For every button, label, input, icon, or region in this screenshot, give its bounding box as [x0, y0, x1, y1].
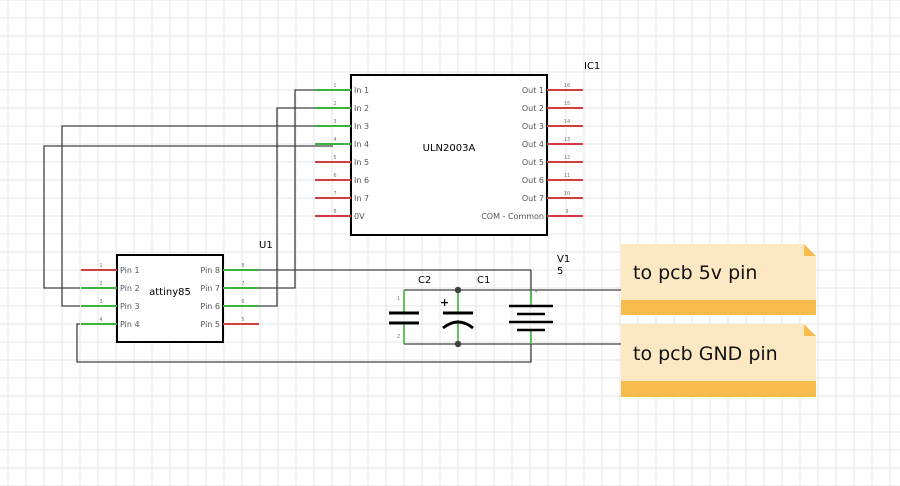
ic1-pin-number: 5	[333, 155, 336, 161]
note-fold-corner	[804, 244, 816, 256]
ic1-pin-number: 8	[333, 209, 336, 215]
ic1-pin-number: 12	[564, 155, 570, 161]
wire-u1-pin3-to-ic1-in3[interactable]	[61, 125, 333, 307]
ic1-pin-label: In 7	[354, 194, 369, 203]
ic1-pin-number: 3	[333, 119, 336, 125]
note-body	[621, 244, 816, 315]
c2-capacitor[interactable]: C2 1 2	[389, 275, 431, 344]
note-fold-corner	[804, 324, 816, 336]
ic1-pin-label: 0V	[354, 212, 365, 221]
note-gnd-pin[interactable]: to pcb GND pin	[621, 324, 816, 397]
c1-electrolytic-capacitor[interactable]: C1 +	[440, 275, 490, 348]
u1-pin-number: 5	[241, 317, 244, 323]
u1-reference: U1	[259, 240, 273, 251]
v1-reference: V1	[557, 254, 570, 265]
ic1-pin-label: Out 2	[522, 104, 544, 113]
ic1-pin-number: 16	[564, 83, 570, 89]
ic1-pin-number: 13	[564, 137, 570, 143]
ic1-pin-label: In 1	[354, 86, 369, 95]
c2-pin1-number: 1	[397, 296, 400, 302]
note-band	[621, 300, 816, 315]
u1-pin-number: 4	[99, 317, 102, 323]
u1-pin-number: 1	[99, 263, 102, 269]
ic1-left-pins: 1 In 1 2 In 2 3 In 3 4 In 4 5 In 5 6 In 6 7 In 7 8 0V	[315, 83, 369, 221]
ic1-pin-label: Out 3	[522, 122, 544, 131]
u1-pin-label: Pin 7	[200, 284, 220, 293]
wires	[43, 89, 622, 363]
u1-pin-number: 8	[241, 263, 244, 269]
v1-pin-minus-label: -	[534, 337, 536, 343]
v1-pin-plus-label: +	[534, 289, 538, 295]
ic1-pin-label: Out 6	[522, 176, 544, 185]
u1-pin-number: 7	[241, 281, 244, 287]
u1-pin-number: 3	[99, 299, 102, 305]
u1-pin-label: Pin 2	[120, 284, 140, 293]
c2-pin2-number: 2	[397, 334, 400, 340]
ic1-pin-number: 1	[333, 83, 336, 89]
u1-pin-label: Pin 5	[200, 320, 220, 329]
note-band	[621, 381, 816, 397]
ic1-pin-label: In 6	[354, 176, 369, 185]
note-text: to pcb GND pin	[633, 343, 778, 365]
ic1-pin-label: COM - Common	[481, 212, 544, 221]
wire-u1-pin6-to-ic1-in2[interactable]	[259, 107, 333, 307]
ic1-body[interactable]	[350, 74, 548, 236]
u1-pin-number: 2	[99, 281, 102, 287]
c1-reference: C1	[477, 275, 490, 286]
ic1-pin-number: 14	[564, 119, 570, 125]
ic1-pin-number: 9	[565, 209, 568, 215]
c1-polarity-mark: +	[440, 296, 449, 309]
junction-dot	[454, 340, 462, 348]
u1-pin-label: Pin 8	[200, 266, 220, 275]
wire-u1-pin4-to-gnd[interactable]	[76, 323, 532, 363]
u1-pin-label: Pin 3	[120, 302, 140, 311]
junction-dot	[454, 286, 462, 294]
ic1-pin-number: 2	[333, 101, 336, 107]
wire-u1-pin2-to-ic1-in4[interactable]	[43, 145, 333, 289]
c2-reference: C2	[418, 275, 431, 286]
note-5v-pin[interactable]: to pcb 5v pin	[621, 244, 816, 315]
c1-plate-curved	[442, 320, 474, 330]
ic1-pin-label: In 3	[354, 122, 369, 131]
note-text: to pcb 5v pin	[633, 262, 757, 284]
ic1-pin-number: 4	[333, 137, 336, 143]
ic1-pin-label: In 5	[354, 158, 369, 167]
ic1-reference: IC1	[584, 61, 600, 72]
ic1-pin-label: Out 5	[522, 158, 544, 167]
ic1-part-name: ULN2003A	[423, 143, 476, 154]
ic1-pin-number: 11	[564, 173, 570, 179]
v1-battery[interactable]: V1 5 + -	[509, 254, 570, 344]
ic1-pin-number: 7	[333, 191, 336, 197]
u1-pin-label: Pin 4	[120, 320, 140, 329]
u1-pin-number: 6	[241, 299, 244, 305]
ic1-pin-label: Out 4	[522, 140, 544, 149]
ic1-pin-label: Out 1	[522, 86, 544, 95]
ic1-pin-number: 10	[564, 191, 570, 197]
ic1-pin-number: 6	[333, 173, 336, 179]
v1-value: 5	[557, 266, 563, 277]
note-body	[621, 324, 816, 397]
u1-body[interactable]	[116, 254, 224, 343]
ic1-pin-label: In 2	[354, 104, 369, 113]
u1-pin-label: Pin 6	[200, 302, 220, 311]
u1-pin-label: Pin 1	[120, 266, 140, 275]
ic1-pin-label: Out 7	[522, 194, 544, 203]
ic1-pin-label: In 4	[354, 140, 369, 149]
u1-part-name: attiny85	[149, 287, 191, 298]
ic1-pin-number: 15	[564, 101, 570, 107]
